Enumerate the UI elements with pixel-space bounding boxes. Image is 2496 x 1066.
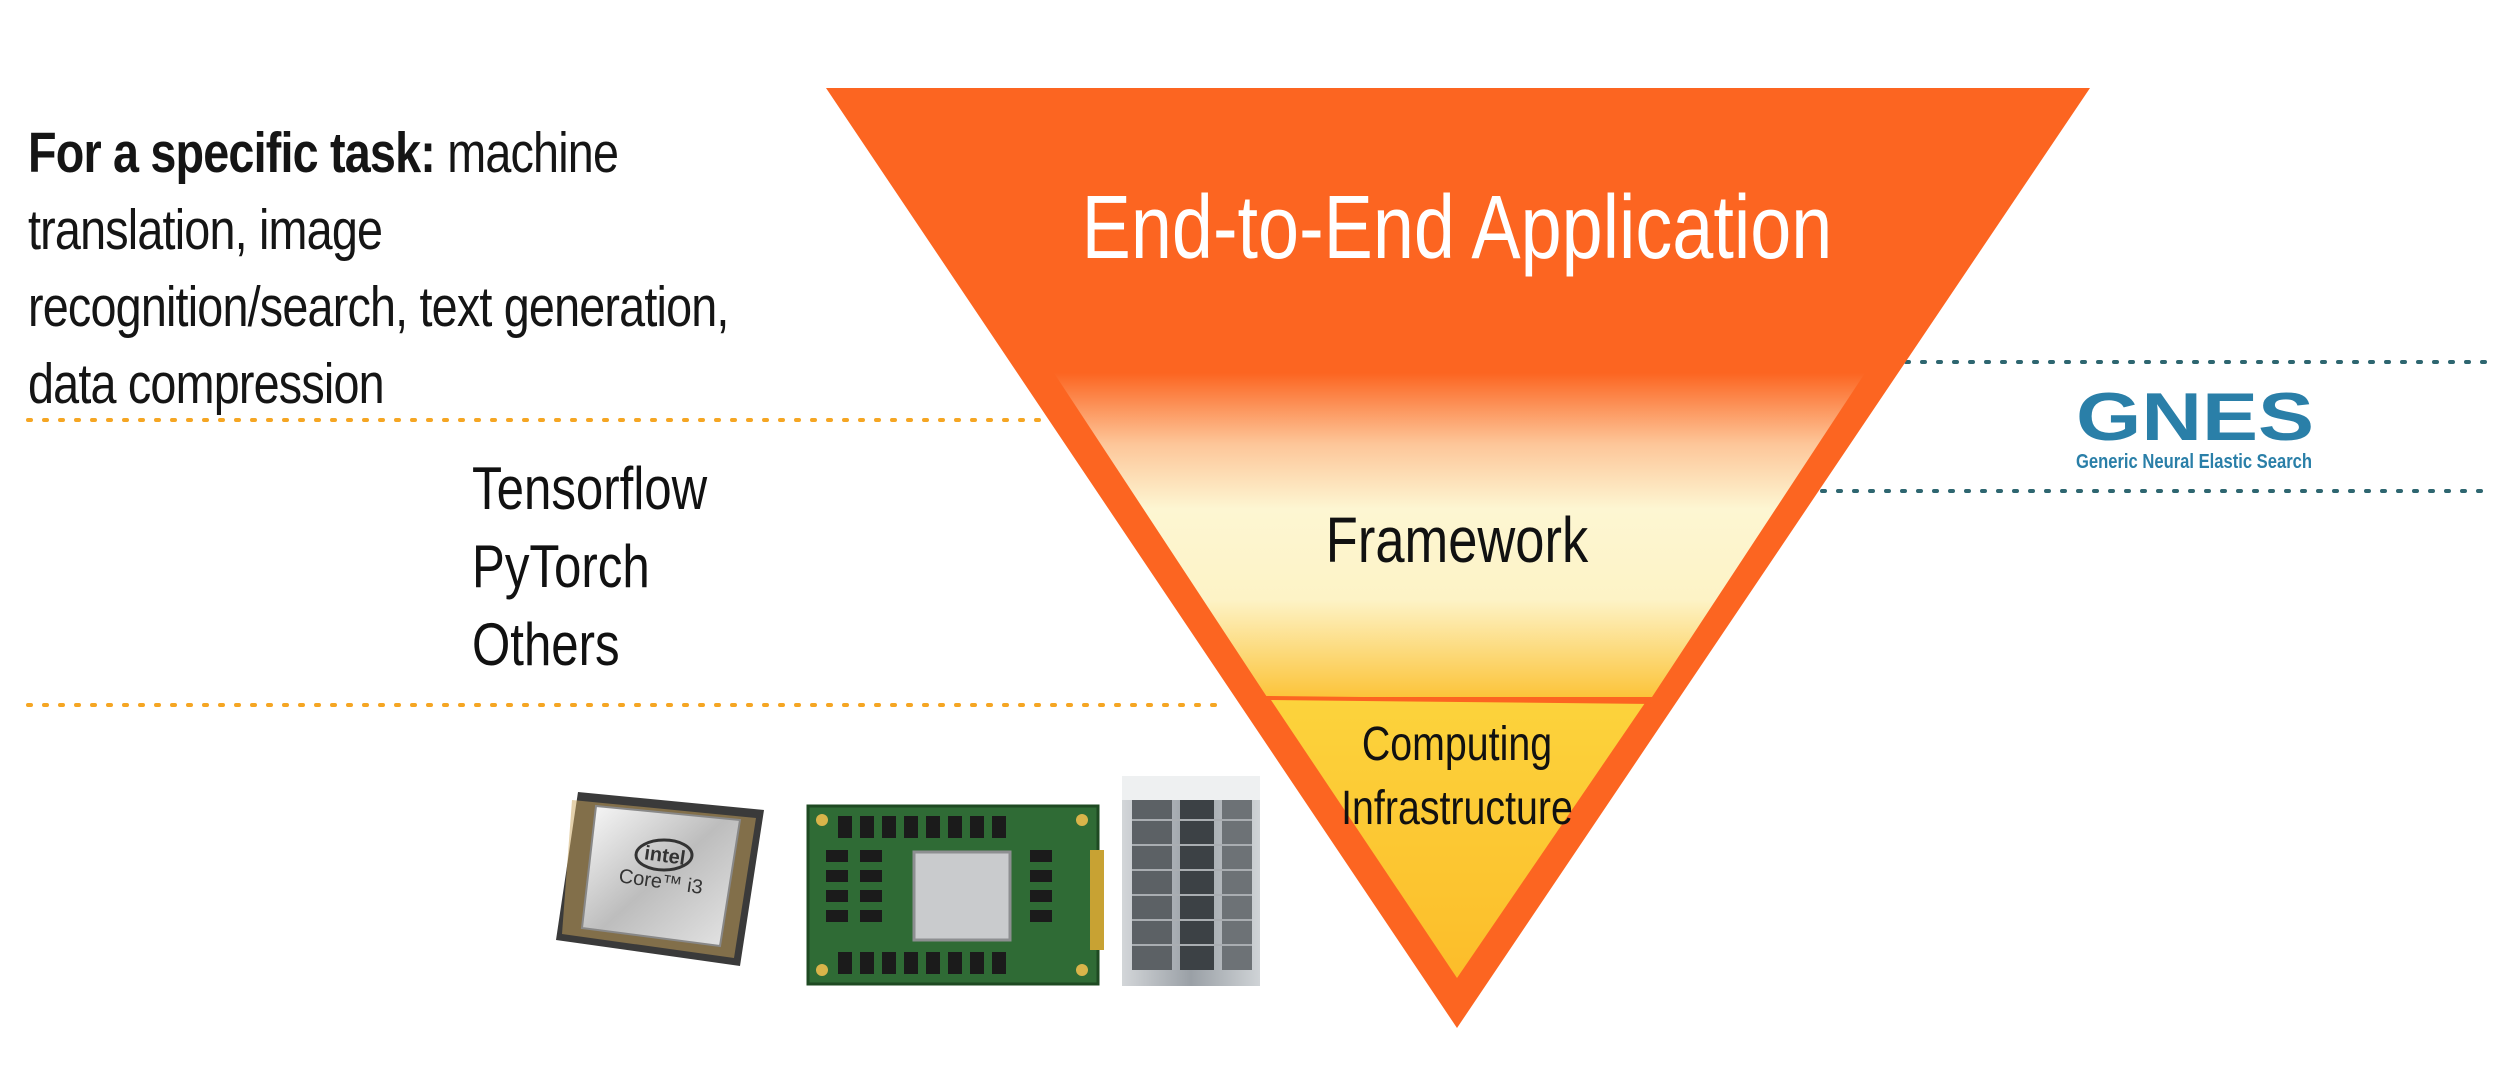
- task-lead: For a specific task:: [28, 121, 436, 185]
- logo-wordmark: GNES: [2076, 379, 2314, 455]
- pyramid-middle-label: Framework: [1326, 505, 1589, 576]
- pyramid-layer-infrastructure: [1271, 700, 1647, 978]
- framework-item: Tensorflow: [472, 455, 708, 522]
- pyramid-bottom-label-line2: Infrastructure: [1341, 781, 1573, 835]
- framework-item: PyTorch: [472, 533, 650, 600]
- pyramid-bottom-label-line1: Computing: [1362, 717, 1552, 771]
- framework-item: Others: [472, 611, 620, 678]
- tpu-board-image: [806, 804, 1104, 986]
- task-description: For a specific task: machine translation…: [28, 115, 750, 423]
- pyramid-top-label: End-to-End Application: [1082, 178, 1833, 278]
- cpu-chip-image: intel Core™ i3: [556, 792, 764, 966]
- framework-list: Tensorflow PyTorch Others: [472, 450, 707, 684]
- server-rack-image: [1122, 776, 1260, 986]
- gnes-logo: GNES Generic Neural Elastic Search: [2076, 379, 2314, 473]
- logo-tagline: Generic Neural Elastic Search: [2076, 451, 2312, 473]
- pyramid-layer-framework: [1054, 373, 1865, 697]
- pyramid-divider: [1264, 696, 1656, 704]
- task-body: machine translation, image recognition/s…: [28, 121, 729, 416]
